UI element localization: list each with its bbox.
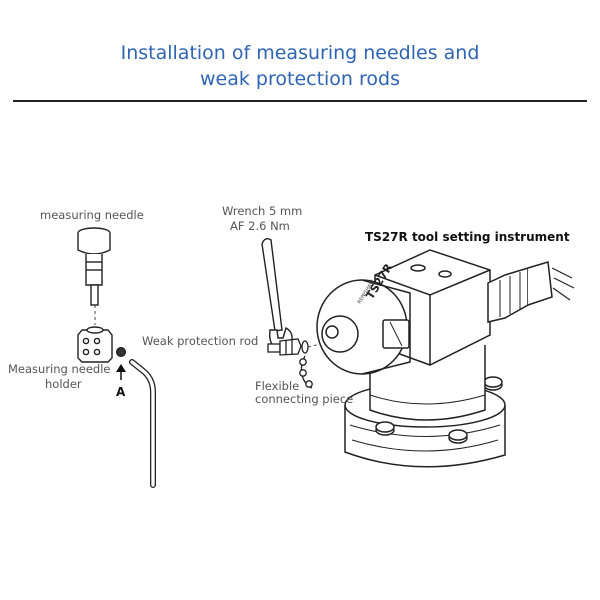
set-screw: [116, 347, 126, 357]
weak-protection-rod: [267, 338, 309, 356]
label-measuring-needle: measuring needle: [40, 208, 144, 222]
label-flexible-line-1: Flexible: [255, 379, 299, 393]
label-holder-line-1: Measuring needle: [8, 362, 111, 376]
flexible-connecting-piece: [299, 355, 313, 389]
page-title-line-2: weak protection rods: [200, 68, 400, 90]
title-divider: [13, 100, 587, 102]
ts27r-instrument: [316, 249, 575, 468]
page-title-line-1: Installation of measuring needles and: [120, 42, 480, 64]
marker-a-arrow: [116, 364, 126, 380]
label-marker-a: A: [116, 385, 126, 399]
wrench-icon: [261, 237, 293, 351]
measuring-needle: [77, 227, 111, 306]
label-instrument: TS27R tool setting instrument: [365, 230, 570, 244]
measuring-needle-holder: [77, 326, 113, 363]
label-weak-protection-rod: Weak protection rod: [142, 334, 258, 348]
label-holder-line-2: holder: [45, 377, 82, 391]
label-wrench-line-1: Wrench 5 mm: [222, 204, 302, 218]
label-wrench-line-2: AF 2.6 Nm: [230, 219, 290, 233]
label-flexible-line-2: connecting piece: [255, 392, 353, 406]
page-title: Installation of measuring needles and we…: [0, 40, 600, 92]
